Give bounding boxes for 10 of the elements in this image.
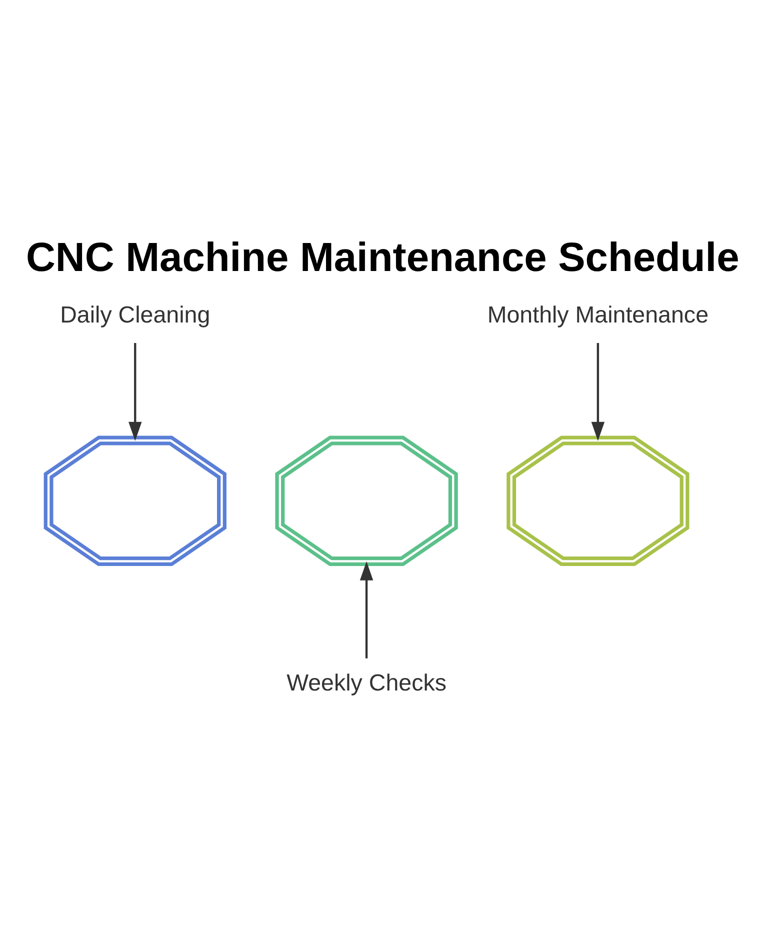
node-text: Monthly Maintenance [487, 301, 709, 328]
node-picture [44, 436, 226, 566]
arrow [360, 561, 374, 658]
node-picture [506, 436, 690, 566]
node-text: Daily Cleaning [60, 301, 210, 328]
arrow [591, 343, 605, 441]
diagram-title: CNC Machine Maintenance Schedule [26, 234, 740, 280]
node-text: Weekly Checks [286, 670, 446, 696]
arrow [128, 343, 142, 441]
node-picture [275, 436, 458, 566]
